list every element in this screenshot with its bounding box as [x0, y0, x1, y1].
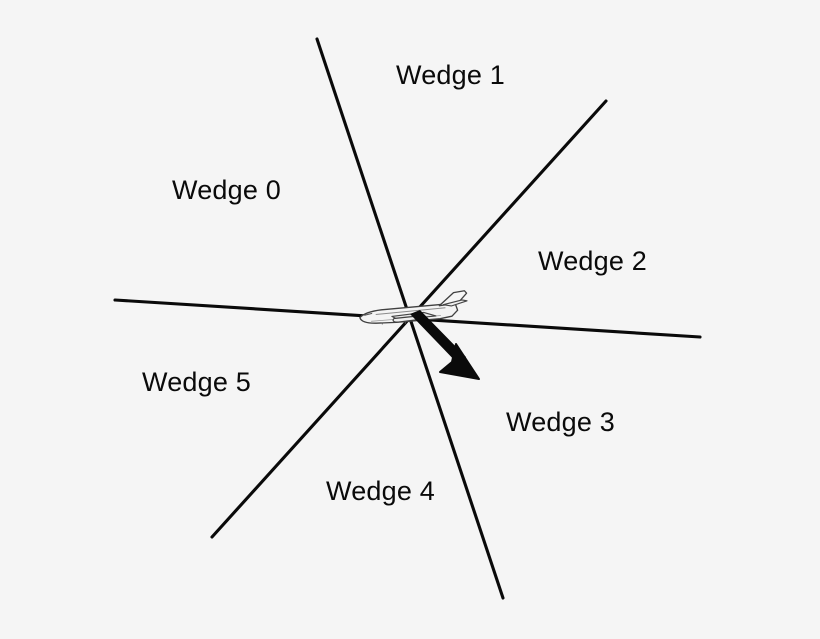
- airplane-landing-gear: [381, 321, 406, 325]
- airplane-fuselage: [359, 302, 459, 324]
- heading-arrow-shaft: [410, 310, 466, 366]
- wedge-label-4: Wedge 4: [326, 476, 435, 506]
- wedge-label-2: Wedge 2: [538, 246, 647, 276]
- wedge-label-0: Wedge 0: [172, 175, 281, 205]
- wedge-label-1: Wedge 1: [396, 60, 505, 90]
- heading-arrow-head: [439, 343, 480, 380]
- heading-arrow: [410, 310, 480, 380]
- airplane-window-strip: [375, 307, 446, 315]
- wedge-label-5: Wedge 5: [142, 367, 251, 397]
- airplane-cockpit-line: [364, 312, 373, 316]
- airplane-horizontal-stabilizer: [442, 299, 468, 307]
- wedge-label-3: Wedge 3: [506, 407, 615, 437]
